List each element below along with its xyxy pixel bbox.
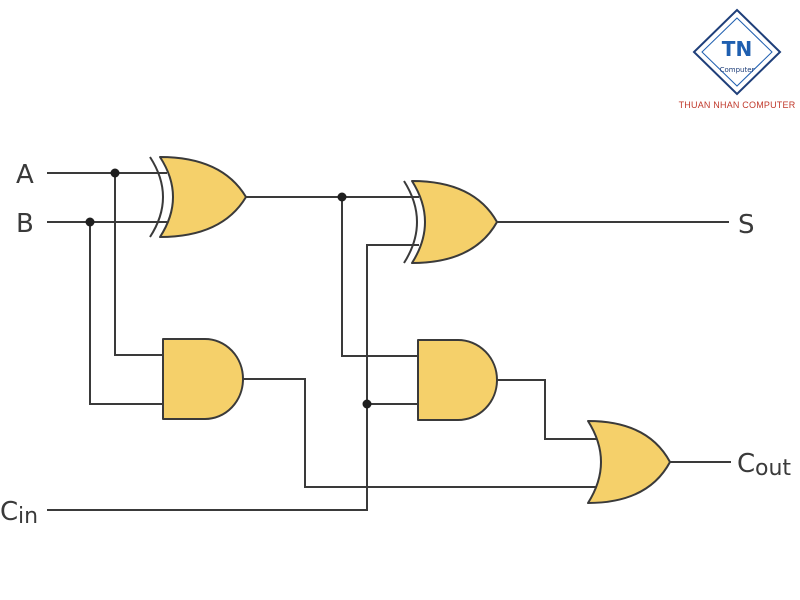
and-gate-1	[162, 338, 244, 420]
xor-gate-2-body	[411, 180, 498, 264]
label-b: B	[16, 209, 34, 239]
and-gate-1-body	[162, 338, 244, 420]
label-cin-main: C	[0, 497, 18, 527]
logo-tagline: Computer	[720, 66, 755, 74]
label-cin-sub: in	[18, 504, 38, 529]
junctions	[85, 168, 372, 409]
signal-labels: A B S C in C out	[0, 160, 791, 529]
xor-gate-1-input-curve	[149, 156, 164, 238]
junction-b	[85, 217, 95, 227]
label-cout-sub: out	[755, 456, 791, 481]
xor-gate-1	[149, 156, 247, 238]
wire-cin	[47, 244, 419, 511]
xor-gate-2-input-curve	[403, 180, 418, 264]
junction-xor1-out	[337, 192, 347, 202]
or-gate	[587, 420, 671, 504]
label-a: A	[16, 160, 34, 190]
wire-a-branch-to-and1	[114, 172, 164, 356]
or-gate-body	[587, 420, 671, 504]
wire-and1-to-or	[242, 378, 597, 488]
junction-a	[110, 168, 120, 178]
logo-company-name: THUAN NHAN COMPUTER	[679, 100, 796, 110]
and-gate-2-body	[417, 339, 498, 421]
logo-diamond-icon	[692, 8, 782, 96]
logo-inner-diamond-icon	[701, 17, 773, 87]
label-sum: S	[738, 210, 755, 240]
logo-monogram: TN	[722, 37, 752, 61]
wires	[47, 172, 731, 511]
and-gate-2	[417, 339, 498, 421]
xor-gate-1-body	[159, 156, 247, 238]
company-logo: TN Computer THUAN NHAN COMPUTER	[679, 8, 796, 110]
xor-gate-2	[403, 180, 498, 264]
junction-cin	[362, 399, 372, 409]
wire-b-branch-to-and1	[89, 221, 164, 405]
label-cout-main: C	[737, 449, 755, 479]
wire-and2-to-or	[496, 379, 597, 440]
wire-xor1-branch-to-and2	[341, 196, 419, 357]
